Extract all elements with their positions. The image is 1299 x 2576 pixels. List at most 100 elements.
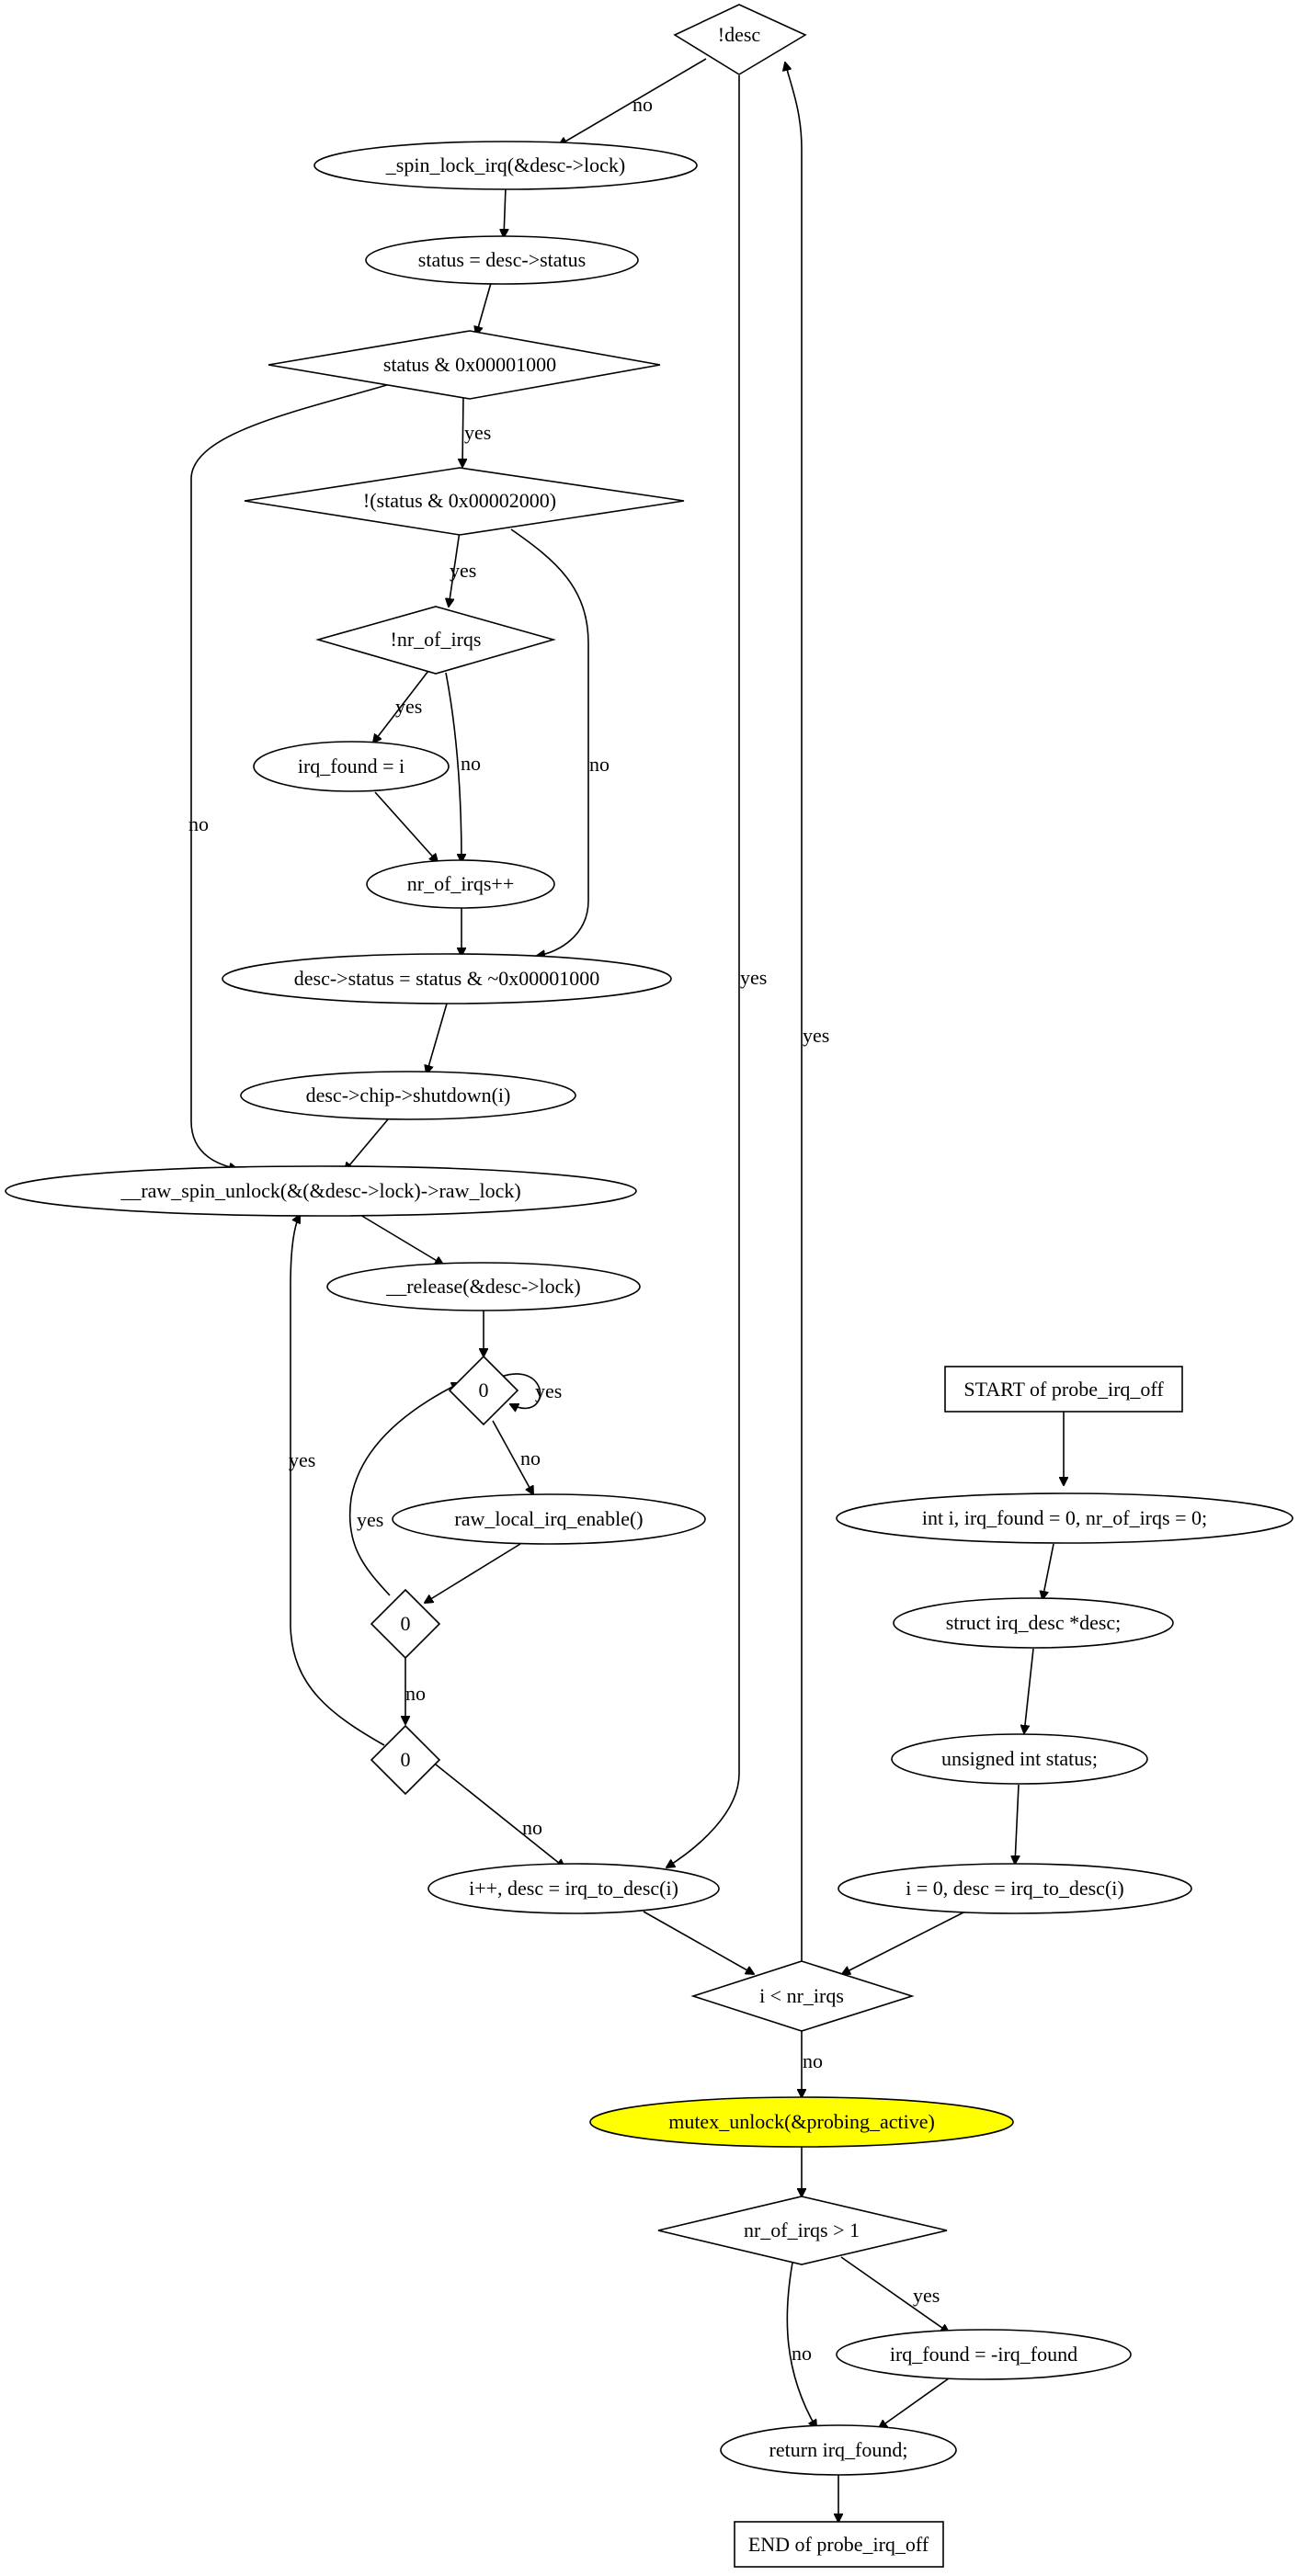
edge-zeroc-unlock	[290, 1215, 385, 1746]
node-release-label: __release(&desc->lock)	[385, 1275, 581, 1298]
edges	[190, 58, 1064, 2522]
edge-zeroa-enable	[492, 1420, 533, 1494]
label-no-notcheck-clear: no	[589, 753, 610, 776]
node-decl-ints: int i, irq_found = 0, nr_of_irqs = 0;	[836, 1492, 1293, 1544]
node-release: __release(&desc->lock)	[326, 1262, 641, 1311]
label-no-zerob-zeroc: no	[405, 1682, 426, 1705]
node-status-assign: status = desc->status	[365, 235, 639, 285]
edge-found-inc	[374, 791, 438, 862]
edge-status-check	[476, 282, 492, 335]
node-irq-found-eq-i: irq_found = i	[253, 741, 450, 792]
label-no-loop-mutex: no	[803, 2049, 823, 2072]
node-mutex-unlock-label: mutex_unlock(&probing_active)	[668, 2110, 935, 2133]
node-status-assign-label: status = desc->status	[418, 248, 586, 271]
nodes: !desc _spin_lock_irq(&desc->lock) status…	[5, 4, 1293, 2568]
edge-notdesc-spinlock	[559, 58, 707, 145]
node-nr-gt-1: nr_of_irqs > 1	[657, 2196, 948, 2265]
node-loop-cond: i < nr_irqs	[690, 1960, 915, 2032]
node-raw-local-irq-enable: raw_local_irq_enable()	[392, 1493, 706, 1545]
node-nr-of-irqs-inc: nr_of_irqs++	[366, 859, 555, 909]
node-decl-status: unsigned int status;	[891, 1733, 1148, 1785]
node-spin-lock: _spin_lock_irq(&desc->lock)	[313, 141, 698, 190]
edge-init-loop	[842, 1911, 966, 1974]
label-yes-loop-notdesc: yes	[803, 1024, 829, 1047]
node-irq-found-neg: irq_found = -irq_found	[836, 2329, 1132, 2380]
node-chip-shutdown-label: desc->chip->shutdown(i)	[306, 1084, 511, 1106]
edge-loop-notdesc	[785, 62, 803, 1961]
node-start-label: START of probe_irq_off	[963, 1378, 1164, 1401]
label-no-zeroc-iinc: no	[522, 1816, 542, 1839]
node-zero-c-label: 0	[401, 1748, 411, 1771]
label-yes-zeroa-self: yes	[535, 1379, 562, 1402]
node-not-nr-of-irqs: !nr_of_irqs	[315, 606, 556, 675]
node-status-check-label: status & 0x00001000	[383, 353, 556, 376]
node-loop-cond-label: i < nr_irqs	[759, 1984, 844, 2007]
node-spin-lock-label: _spin_lock_irq(&desc->lock)	[385, 153, 625, 176]
label-yes-check-notcheck: yes	[464, 421, 491, 444]
node-not-status-check-label: !(status & 0x00002000)	[363, 489, 556, 512]
node-not-desc-label: !desc	[718, 23, 761, 46]
edge-desc-status	[1024, 1648, 1034, 1733]
node-decl-desc: struct irq_desc *desc;	[893, 1597, 1174, 1649]
edge-enable-zerob	[425, 1543, 521, 1603]
node-end: END of probe_irq_off	[734, 2521, 944, 2568]
node-return-irq-found: return irq_found;	[720, 2424, 957, 2476]
edge-iinc-loop	[643, 1911, 754, 1974]
node-decl-desc-label: struct irq_desc *desc;	[946, 1611, 1122, 1634]
label-yes-nrgt-neg: yes	[913, 2284, 940, 2307]
node-raw-local-irq-enable-label: raw_local_irq_enable()	[454, 1507, 643, 1530]
node-i-inc-label: i++, desc = irq_to_desc(i)	[469, 1877, 678, 1900]
label-yes-nrirqs-found: yes	[395, 695, 422, 718]
node-start: START of probe_irq_off	[944, 1366, 1183, 1413]
edge-nrgt-neg	[840, 2256, 949, 2332]
node-nr-gt-1-label: nr_of_irqs > 1	[744, 2219, 860, 2241]
edge-shutdown-unlock	[345, 1118, 389, 1171]
edge-nrgt-return	[786, 2262, 816, 2428]
label-yes-zerob-zeroa: yes	[357, 1508, 383, 1531]
edge-labels: no yes no yes no yes no yes no yes no ye…	[188, 93, 940, 2365]
node-mutex-unlock[interactable]: mutex_unlock(&probing_active)	[589, 2096, 1014, 2148]
node-irq-found-neg-label: irq_found = -irq_found	[890, 2343, 1077, 2366]
node-nr-of-irqs-inc-label: nr_of_irqs++	[407, 872, 514, 895]
node-chip-shutdown: desc->chip->shutdown(i)	[240, 1071, 576, 1120]
node-desc-status-clear: desc->status = status & ~0x00001000	[222, 953, 672, 1004]
edge-notcheck-clear	[510, 528, 589, 956]
node-zero-b-label: 0	[401, 1612, 411, 1635]
label-no-check-unlock: no	[188, 812, 209, 835]
node-zero-b: 0	[370, 1588, 441, 1660]
edge-notdesc-iinc	[667, 75, 740, 1867]
node-not-nr-of-irqs-label: !nr_of_irqs	[391, 628, 482, 651]
node-desc-status-clear-label: desc->status = status & ~0x00001000	[294, 967, 599, 990]
label-no-nrirqs-inc: no	[461, 752, 481, 775]
node-raw-spin-unlock: __raw_spin_unlock(&(&desc->lock)->raw_lo…	[5, 1165, 637, 1217]
edge-zerob-zeroa	[348, 1383, 460, 1596]
node-irq-found-eq-i-label: irq_found = i	[298, 755, 405, 777]
edge-status-init	[1015, 1784, 1019, 1864]
edge-neg-return	[879, 2377, 950, 2428]
node-not-status-check: !(status & 0x00002000)	[244, 467, 685, 536]
edge-notcheck-nrirqs	[449, 530, 461, 607]
edge-unlock-release	[359, 1214, 443, 1265]
edge-spinlock-status	[504, 187, 506, 237]
edge-zeroa-self	[500, 1373, 541, 1408]
node-zero-a: 0	[448, 1355, 519, 1426]
node-zero-a-label: 0	[479, 1379, 489, 1401]
edge-check-unlock	[190, 383, 391, 1169]
node-i-inc: i++, desc = irq_to_desc(i)	[427, 1863, 720, 1914]
node-decl-status-label: unsigned int status;	[941, 1747, 1098, 1770]
label-no-zeroa-enable: no	[520, 1447, 541, 1470]
edge-check-notcheck	[462, 394, 463, 467]
label-yes-zeroc-unlock: yes	[289, 1448, 315, 1471]
node-init-i: i = 0, desc = irq_to_desc(i)	[838, 1863, 1192, 1914]
edge-nrirqs-found	[373, 670, 429, 743]
edge-zeroc-iinc	[426, 1756, 564, 1867]
node-status-check: status & 0x00001000	[268, 330, 661, 400]
node-decl-ints-label: int i, irq_found = 0, nr_of_irqs = 0;	[922, 1506, 1207, 1529]
node-not-desc: !desc	[673, 4, 807, 75]
label-no-notdesc-spinlock: no	[632, 93, 653, 116]
edge-clear-shutdown	[427, 1003, 448, 1073]
label-yes-notdesc-iinc: yes	[740, 966, 767, 989]
node-init-i-label: i = 0, desc = irq_to_desc(i)	[906, 1877, 1123, 1900]
node-zero-c: 0	[370, 1724, 441, 1796]
